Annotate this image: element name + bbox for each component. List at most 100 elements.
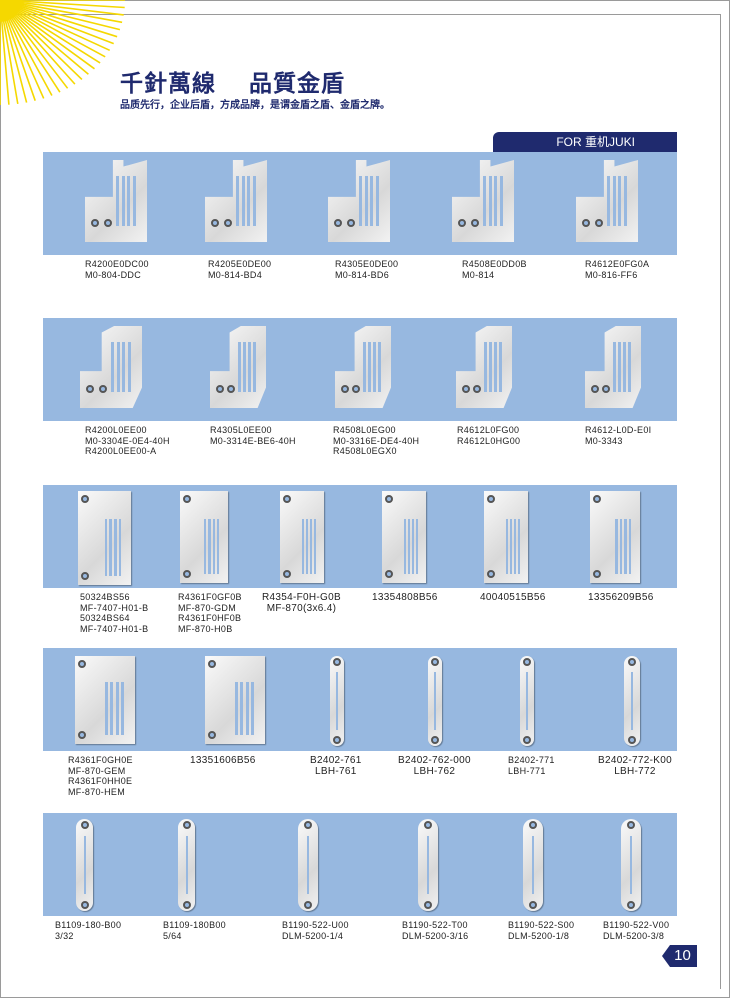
part-number: R4612L0HG00 xyxy=(457,435,521,446)
screw-hole xyxy=(334,219,343,228)
screw-hole xyxy=(385,570,393,578)
part-number: MF-870-H0B xyxy=(178,623,233,634)
needle-slot xyxy=(631,672,633,730)
needle-slot xyxy=(104,519,108,576)
throat-plate-image xyxy=(85,160,147,242)
needle-slot xyxy=(517,518,521,574)
screw-hole xyxy=(461,385,470,394)
part-number: R4361F0HH0E xyxy=(68,776,133,786)
needle-slot xyxy=(375,176,379,226)
part-number: M0-3314E-BE6-40H xyxy=(210,435,296,446)
part-number: B2402-762-000 xyxy=(398,755,471,766)
page-number: 10 xyxy=(662,945,697,967)
screw-hole xyxy=(91,219,100,228)
throat-plate-image xyxy=(280,491,324,583)
part-number: LBH-761 xyxy=(315,766,357,777)
screw-hole xyxy=(333,658,341,666)
screw-hole xyxy=(78,660,86,668)
needle-slot xyxy=(252,176,256,226)
needle-slot xyxy=(253,342,256,392)
needle-slot xyxy=(373,342,376,392)
page-border xyxy=(8,14,721,989)
throat-plate-image xyxy=(328,160,390,242)
part-number: 50324BS56 xyxy=(80,592,130,602)
screw-hole xyxy=(627,901,635,909)
screw-hole xyxy=(628,736,636,744)
screw-hole xyxy=(529,901,537,909)
needle-slot xyxy=(411,518,415,574)
needle-slot xyxy=(407,518,411,574)
screw-hole xyxy=(627,821,635,829)
needle-slot xyxy=(302,518,305,574)
part-number: M0-814-BD6 xyxy=(335,269,390,280)
needle-slot xyxy=(618,342,621,392)
needle-slot xyxy=(483,176,487,226)
needle-slot xyxy=(245,682,249,736)
needle-slot xyxy=(359,176,363,226)
needle-slot xyxy=(488,176,492,226)
needle-slot xyxy=(109,519,112,576)
part-number: B1190-522-T00 xyxy=(402,920,468,930)
needle-slot xyxy=(212,518,216,574)
part-number: MF-7407-H01-B xyxy=(80,623,149,634)
needle-slot xyxy=(624,518,627,574)
screw-hole xyxy=(78,731,86,739)
part-number: M0-3316E-DE4-40H xyxy=(333,435,420,446)
screw-hole xyxy=(98,385,107,394)
part-number: 13351606B56 xyxy=(190,755,256,766)
screw-hole xyxy=(211,219,220,228)
needle-slot xyxy=(427,835,429,895)
part-number: 3/32 xyxy=(55,930,74,941)
screw-hole xyxy=(529,821,537,829)
needle-slot xyxy=(313,518,317,574)
needle-slot xyxy=(238,342,241,392)
part-number: M0-816-FF6 xyxy=(585,269,638,280)
screw-hole xyxy=(424,821,432,829)
needle-slot xyxy=(240,682,244,736)
part-number: R4612E0FG0A xyxy=(585,259,650,269)
needle-slot xyxy=(127,342,131,392)
product-row-panel xyxy=(43,485,677,588)
needle-slot xyxy=(235,682,238,736)
part-number: B1190-522-V00 xyxy=(603,920,670,930)
needle-slot xyxy=(208,518,211,574)
part-number: B1190-522-U00 xyxy=(282,920,349,930)
throat-plate-image xyxy=(180,491,228,583)
needle-slot xyxy=(105,682,108,736)
throat-plate-image xyxy=(205,656,265,744)
needle-slot xyxy=(305,518,309,574)
needle-slot xyxy=(122,342,126,392)
screw-hole xyxy=(472,385,481,394)
needle-slot xyxy=(364,176,368,226)
needle-slot xyxy=(513,518,517,574)
screw-hole xyxy=(208,660,216,668)
screw-hole xyxy=(183,570,191,578)
needle-slot xyxy=(121,682,125,736)
screw-hole xyxy=(103,219,112,228)
needle-slot xyxy=(116,342,120,392)
screw-hole xyxy=(523,658,531,666)
part-number: MF-870-GEM xyxy=(68,765,126,776)
needle-slot xyxy=(628,342,631,392)
needle-slot xyxy=(434,672,436,730)
needle-slot xyxy=(127,176,131,226)
brand-section-tab: FOR 重机JUKI xyxy=(493,132,677,153)
part-number: B2402-771 xyxy=(508,755,555,765)
needle-slot xyxy=(114,519,117,576)
needle-slot xyxy=(204,518,207,574)
part-number: DLM-5200-1/8 xyxy=(508,930,570,941)
screw-hole xyxy=(458,219,467,228)
throat-plate-image xyxy=(452,160,514,242)
